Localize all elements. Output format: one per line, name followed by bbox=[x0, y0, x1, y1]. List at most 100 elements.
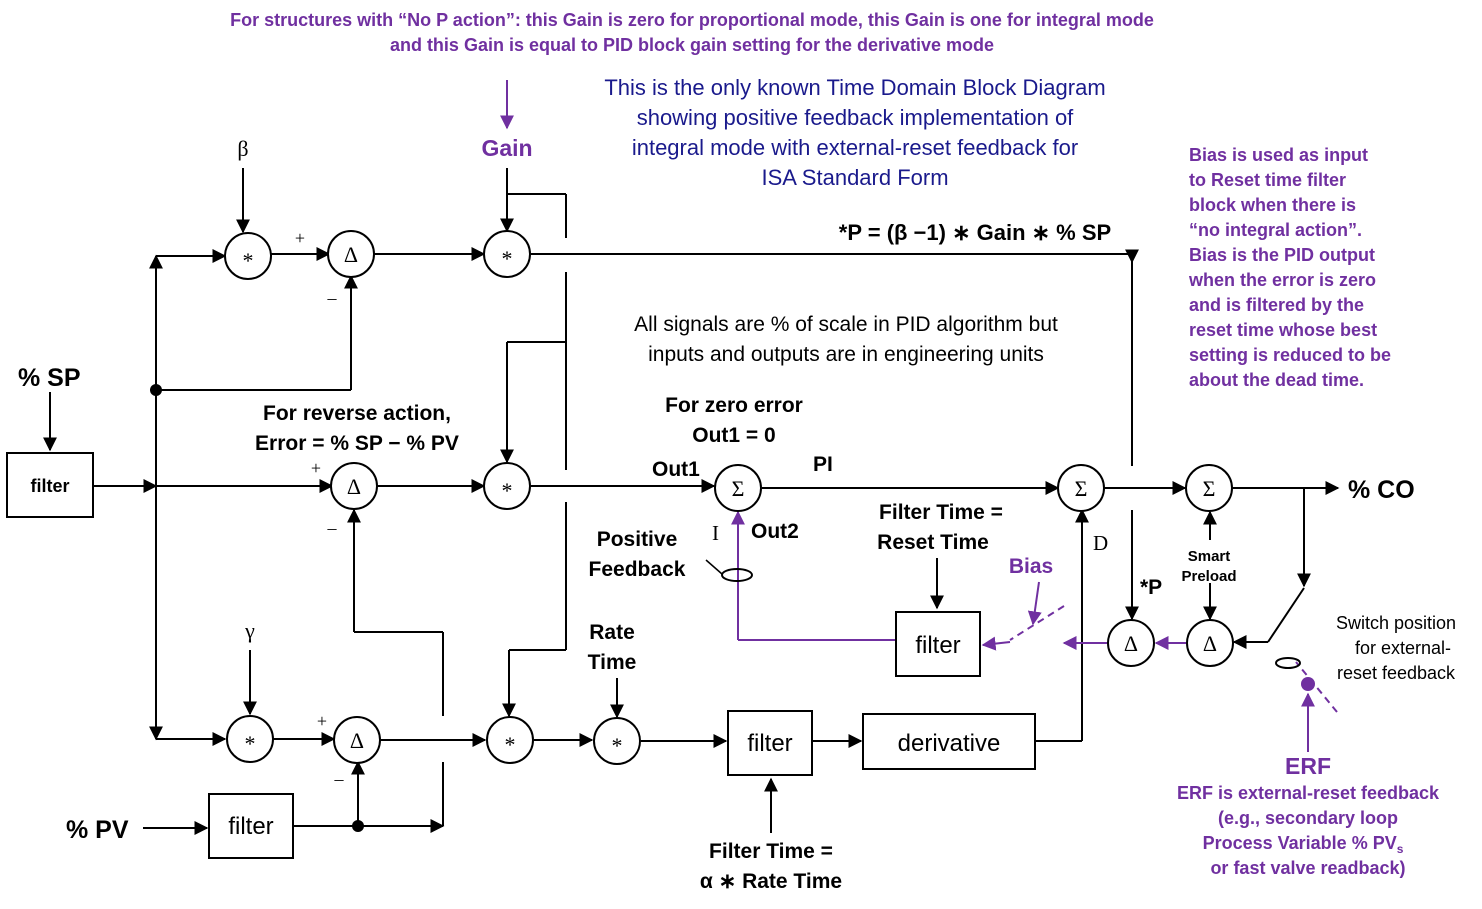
multiply-node-gain-i bbox=[483, 462, 531, 510]
switch-contact-ellipse bbox=[1275, 657, 1301, 669]
rate-time-line1: Rate bbox=[589, 621, 635, 644]
multiply-node-rate bbox=[593, 717, 641, 765]
pv-label: % PV bbox=[66, 816, 129, 844]
i-label: I bbox=[712, 521, 719, 545]
smart-preload-line1: Smart bbox=[1188, 548, 1231, 565]
derivative-block bbox=[862, 713, 1036, 770]
multiply-symbol: * bbox=[245, 731, 256, 756]
bias-note-line: Bias is the PID output bbox=[1189, 245, 1375, 265]
erf-contact-dot bbox=[1301, 677, 1315, 691]
reset-filter-label: filter bbox=[915, 632, 960, 659]
bias-note-line: block when there is bbox=[1189, 195, 1356, 215]
sigma-symbol: Σ bbox=[1075, 476, 1088, 501]
sigma-node-pid bbox=[1057, 464, 1105, 512]
multiply-symbol: * bbox=[502, 478, 513, 503]
center-note-line: showing positive feedback implementation… bbox=[637, 105, 1074, 130]
p-equation: *P = (β −1) ∗ Gain ∗ % SP bbox=[839, 220, 1111, 245]
minus-sign: – bbox=[327, 288, 338, 308]
erf-desc-line4: or fast valve readback) bbox=[1210, 858, 1405, 878]
filter-time-reset-line1: Filter Time = bbox=[879, 501, 1003, 524]
filter-time-reset-line2: Reset Time bbox=[877, 531, 989, 554]
bias-note-line: to Reset time filter bbox=[1189, 170, 1346, 190]
pv-filter-block bbox=[208, 793, 294, 859]
beta-label: β bbox=[237, 136, 248, 161]
bias-label: Bias bbox=[1009, 555, 1053, 578]
sigma-node-integral bbox=[714, 464, 762, 512]
rate-filter-label: filter bbox=[747, 730, 792, 757]
star-p-label: *P bbox=[1140, 576, 1162, 599]
wiring bbox=[43, 168, 1340, 835]
center-note-line: ISA Standard Form bbox=[761, 165, 948, 190]
positive-feedback-line2: Feedback bbox=[589, 558, 686, 581]
positive-feedback-pickup bbox=[721, 568, 753, 582]
delta-node-pv bbox=[333, 716, 381, 764]
out1-label: Out1 bbox=[652, 458, 700, 481]
sp-label: % SP bbox=[18, 364, 81, 392]
signals-note-line: All signals are % of scale in PID algori… bbox=[634, 313, 1058, 336]
leader-line bbox=[705, 559, 723, 575]
top-note-line1: For structures with “No P action”: this … bbox=[230, 10, 1154, 30]
delta-symbol: Δ bbox=[344, 242, 358, 267]
bias-note: Bias is used as input to Reset time filt… bbox=[1188, 145, 1391, 390]
multiply-symbol: * bbox=[502, 246, 513, 271]
positive-feedback-line1: Positive bbox=[597, 528, 678, 551]
delta-symbol: Δ bbox=[1203, 631, 1217, 656]
multiply-node-gain-p bbox=[483, 230, 531, 278]
delta-node-preload bbox=[1186, 619, 1234, 667]
reverse-action-line2: Error = % SP − % PV bbox=[255, 432, 459, 455]
erf-desc-line1: ERF is external-reset feedback bbox=[1177, 783, 1440, 803]
delta-node-p bbox=[1107, 619, 1155, 667]
sigma-symbol: Σ bbox=[1203, 476, 1216, 501]
sp-filter-label: filter bbox=[30, 476, 69, 496]
filter-time-rate-line1: Filter Time = bbox=[709, 840, 833, 863]
zero-error-line1: For zero error bbox=[665, 394, 803, 417]
junction-dot bbox=[150, 384, 162, 396]
out2-label: Out2 bbox=[751, 520, 799, 543]
rate-filter-block bbox=[727, 710, 813, 776]
minus-sign: – bbox=[327, 518, 338, 538]
multiply-node-gain-d bbox=[486, 716, 534, 764]
delta-symbol: Δ bbox=[350, 728, 364, 753]
erf-label: ERF bbox=[1285, 753, 1331, 779]
switch-note-line1: Switch position bbox=[1336, 613, 1456, 633]
center-note-line: integral mode with external-reset feedba… bbox=[632, 135, 1078, 160]
bias-note-line: Bias is used as input bbox=[1189, 145, 1368, 165]
reset-filter-block bbox=[895, 611, 981, 677]
delta-node-sp bbox=[327, 230, 375, 278]
d-label: D bbox=[1093, 531, 1108, 555]
junction-dot bbox=[352, 820, 364, 832]
switch-note-line2: for external- bbox=[1355, 638, 1451, 658]
bias-note-line: when the error is zero bbox=[1188, 270, 1376, 290]
erf-desc-line3: Process Variable % PVs bbox=[1203, 833, 1404, 856]
operator-symbols: * Δ * Δ * Σ Σ Σ * Δ * * Δ Δ bbox=[243, 242, 1218, 758]
bias-note-line: “no integral action”. bbox=[1189, 220, 1362, 240]
erf-desc-line2: (e.g., secondary loop bbox=[1218, 808, 1398, 828]
multiply-symbol: * bbox=[243, 248, 254, 273]
sp-filter-block bbox=[6, 452, 94, 518]
delta-symbol: Δ bbox=[1124, 631, 1138, 656]
bias-note-line: and is filtered by the bbox=[1189, 295, 1364, 315]
sigma-symbol: Σ bbox=[732, 476, 745, 501]
plus-sign: + bbox=[295, 228, 305, 248]
switch-note-line3: reset feedback bbox=[1337, 663, 1456, 683]
purple-wiring bbox=[500, 80, 1338, 752]
smart-preload-line2: Preload bbox=[1181, 568, 1236, 585]
sigma-node-co bbox=[1185, 464, 1233, 512]
bias-note-line: about the dead time. bbox=[1189, 370, 1364, 390]
gamma-label: γ bbox=[244, 618, 255, 643]
zero-error-line2: Out1 = 0 bbox=[692, 424, 775, 447]
rate-time-line2: Time bbox=[588, 651, 637, 674]
multiply-symbol: * bbox=[505, 732, 516, 757]
top-note-line2: and this Gain is equal to PID block gain… bbox=[390, 35, 994, 55]
co-label: % CO bbox=[1348, 476, 1415, 504]
multiply-symbol: * bbox=[612, 733, 623, 758]
delta-node-error bbox=[330, 462, 378, 510]
minus-sign: – bbox=[334, 769, 345, 789]
delta-symbol: Δ bbox=[347, 474, 361, 499]
bias-note-line: reset time whose best bbox=[1189, 320, 1377, 340]
signals-note-line: inputs and outputs are in engineering un… bbox=[648, 343, 1044, 366]
pi-label: PI bbox=[813, 453, 833, 476]
center-note-line: This is the only known Time Domain Block… bbox=[604, 75, 1105, 100]
